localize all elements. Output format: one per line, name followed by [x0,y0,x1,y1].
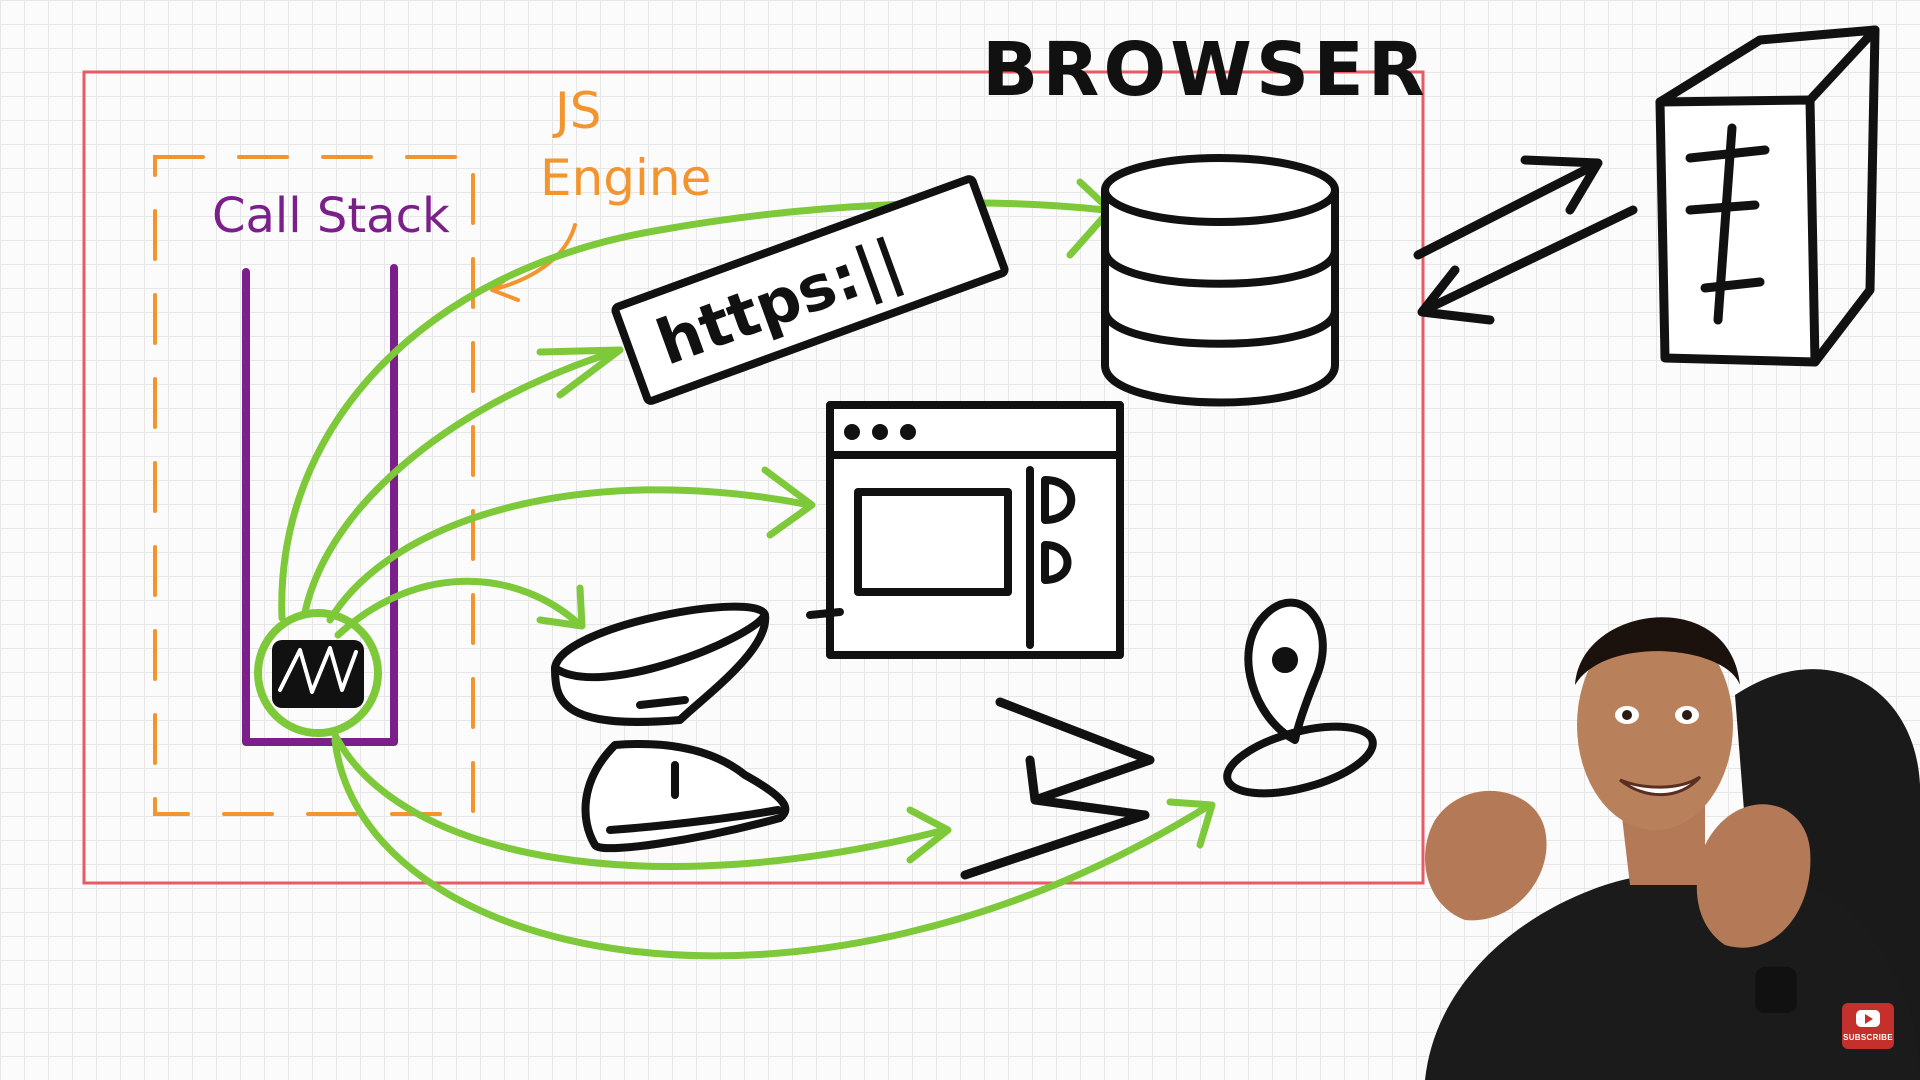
server-icon [1655,25,1880,367]
exchange-arrows-icon [1413,155,1638,325]
location-pin-icon [1223,598,1377,798]
browser-title: BROWSER [982,27,1429,113]
call-stack-container [242,264,398,746]
arrow-to-dom [326,486,814,624]
active-frame-highlight [254,609,382,737]
watch-icon [1755,967,1797,1013]
call-stack-label: Call Stack [212,188,450,244]
js-engine-label-line2: Engine [540,149,711,207]
browser-boundary [82,70,1425,885]
presenter-left-hand [1425,790,1547,921]
arrow-to-fetch [301,346,624,616]
js-engine-label: JS Engine [540,82,711,207]
arrow-to-bluetooth [331,731,949,870]
subscribe-label: SUBSCRIBE [1843,1033,1893,1042]
arrow-to-timer [334,577,584,639]
presenter-head [1577,620,1733,830]
subscribe-button[interactable]: SUBSCRIBE [1842,1003,1894,1049]
hourglass-timer-icon [551,602,790,853]
database-icon [1101,154,1339,407]
presenter-webcam [1425,617,1920,1080]
js-engine-label-line1: JS [552,82,601,140]
bluetooth-icon [960,697,1155,880]
browser-window-icon [806,401,1124,659]
js-engine-boundary [153,155,475,816]
presenter-right-hand [1696,804,1811,948]
youtube-play-icon [1856,1010,1880,1027]
arrow-to-geolocation [331,736,1214,960]
stack-frame-icon [272,640,364,708]
presenter-body [1425,871,1920,1080]
